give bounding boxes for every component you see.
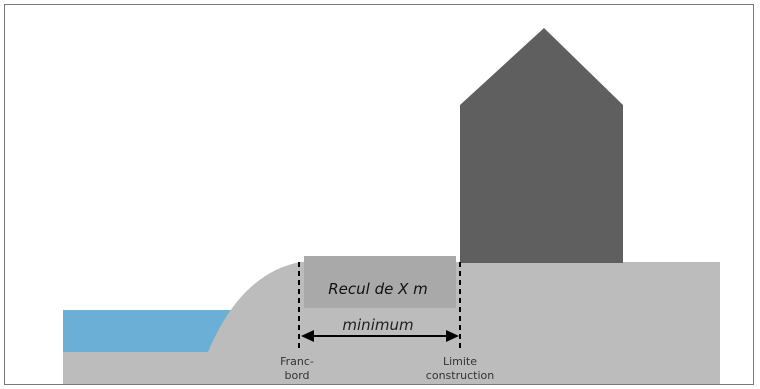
diagram-frame: [4, 4, 754, 385]
arrow-head-left: [301, 330, 314, 342]
house-body: [460, 105, 623, 263]
limite-construction-label: Limite construction: [410, 355, 510, 383]
minimum-label: minimum: [342, 316, 414, 334]
recul-label: Recul de X m: [328, 280, 428, 298]
francbord-label-line1: Franc-: [280, 355, 314, 368]
arrow-head-right: [446, 330, 459, 342]
ground: [63, 262, 720, 384]
limite-label-line2: construction: [425, 369, 495, 382]
limite-label-line1: Limite: [442, 355, 478, 368]
water-body: [63, 310, 232, 352]
francbord-label-line2: bord: [284, 369, 310, 382]
house-roof: [460, 28, 623, 105]
francbord-label: Franc- bord: [262, 355, 332, 383]
setback-zone: [304, 256, 456, 308]
